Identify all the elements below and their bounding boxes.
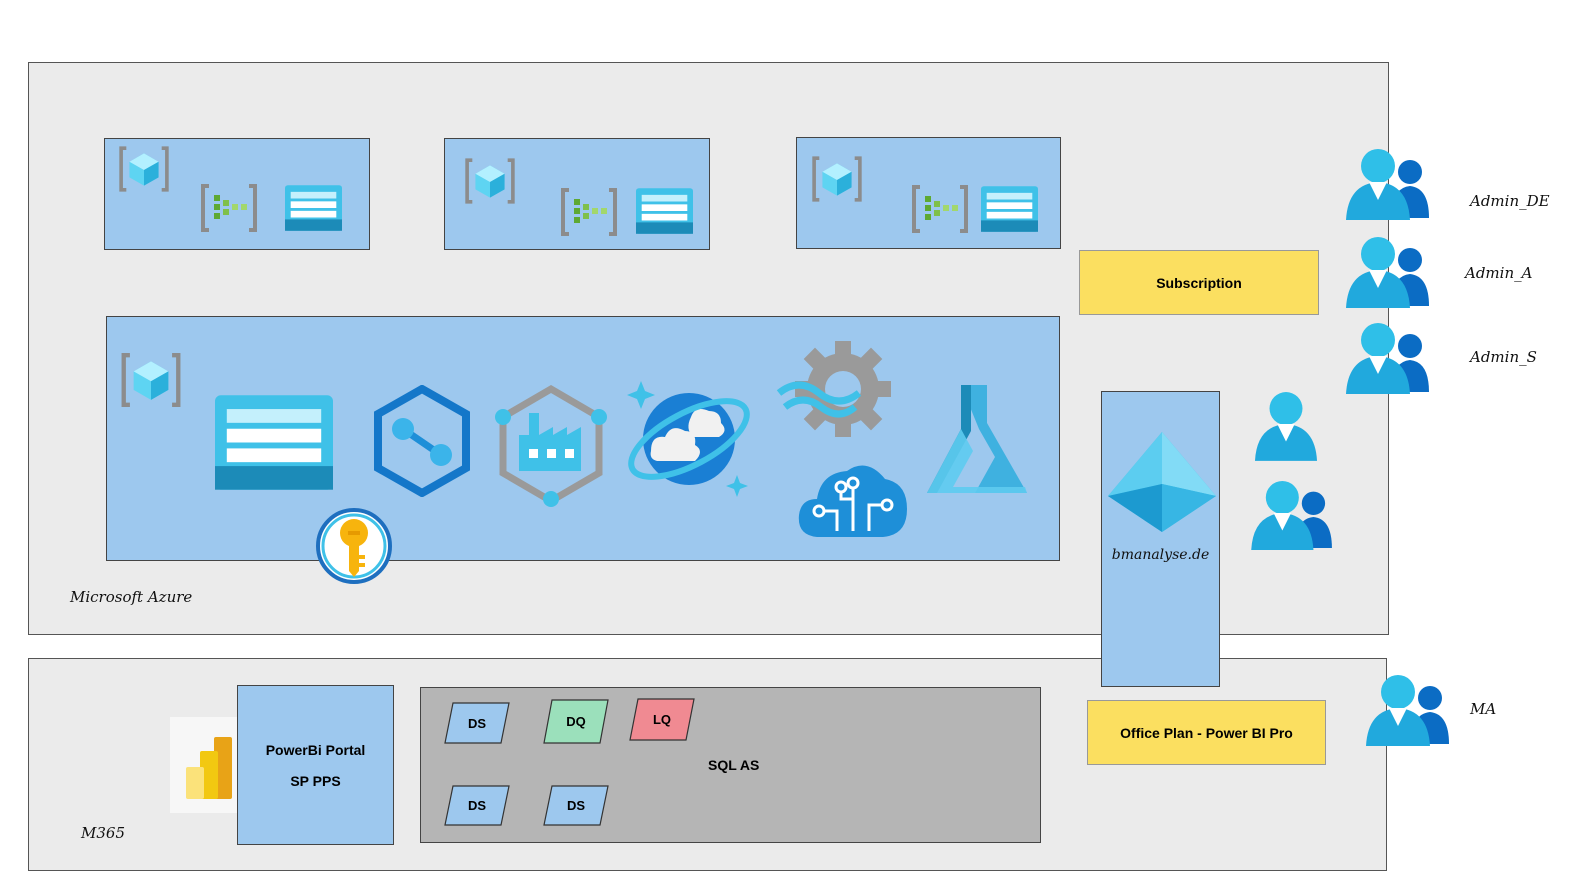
data-source-label: DS bbox=[467, 715, 487, 731]
data-source-ds-2[interactable]: DS bbox=[444, 785, 510, 826]
ma-group-icon bbox=[1365, 674, 1455, 746]
office-plan-box[interactable]: Office Plan - Power BI Pro bbox=[1087, 700, 1326, 765]
data-source-label: LQ bbox=[652, 712, 672, 727]
sql-as-label: SQL AS bbox=[708, 757, 760, 773]
entra-tenant-label: bmanalyse.de bbox=[1111, 547, 1210, 563]
data-source-ds-1[interactable]: DS bbox=[444, 702, 510, 744]
entra-id-icon bbox=[1108, 432, 1216, 532]
data-source-ds-3[interactable]: DS bbox=[543, 785, 609, 826]
data-source-label: DQ bbox=[566, 714, 586, 729]
user-icon bbox=[1254, 390, 1318, 462]
admin-s-group-icon bbox=[1345, 322, 1435, 394]
ma-label: MA bbox=[1470, 700, 1497, 718]
synapse-icon bbox=[374, 385, 470, 497]
azure-label: Microsoft Azure bbox=[70, 588, 193, 606]
event-hub-icon bbox=[561, 188, 617, 236]
resource-group-box-2[interactable] bbox=[444, 138, 710, 250]
machine-learning-icon bbox=[927, 385, 1027, 493]
admin-a-group-icon bbox=[1345, 236, 1435, 308]
power-bi-icon bbox=[186, 737, 232, 799]
resource-group-icon bbox=[120, 351, 182, 409]
user-group-icon bbox=[1250, 480, 1338, 550]
event-hub-icon bbox=[201, 184, 257, 232]
stream-analytics-icon bbox=[776, 341, 891, 437]
event-hub-icon bbox=[912, 185, 968, 233]
data-source-label: DS bbox=[467, 798, 487, 813]
sql-database-icon bbox=[215, 395, 333, 490]
data-source-dq[interactable]: DQ bbox=[543, 699, 609, 744]
data-factory-icon bbox=[495, 384, 607, 507]
powerbi-portal-title: PowerBi Portal bbox=[265, 742, 366, 758]
resource-group-icon bbox=[464, 157, 516, 205]
data-source-label: DS bbox=[566, 798, 586, 813]
resource-group-icon bbox=[811, 155, 863, 203]
sql-database-icon bbox=[981, 186, 1038, 232]
subscription-box[interactable]: Subscription bbox=[1079, 250, 1319, 315]
sql-as-box[interactable]: SQL AS bbox=[420, 687, 1041, 843]
resource-group-box-3[interactable] bbox=[796, 137, 1061, 249]
admin-a-label: Admin_A bbox=[1465, 264, 1533, 282]
resource-group-icon bbox=[118, 145, 170, 193]
m365-label: M365 bbox=[81, 824, 125, 842]
resource-group-box-1[interactable] bbox=[104, 138, 370, 250]
subscription-label: Subscription bbox=[1156, 274, 1242, 291]
entra-tenant-box[interactable]: bmanalyse.de bbox=[1101, 391, 1220, 687]
data-source-lq[interactable]: LQ bbox=[629, 698, 695, 741]
sql-database-icon bbox=[285, 185, 342, 231]
cosmos-db-icon bbox=[627, 381, 750, 497]
office-plan-label: Office Plan - Power BI Pro bbox=[1120, 724, 1293, 741]
admin-de-group-icon bbox=[1345, 148, 1435, 220]
powerbi-portal-box[interactable]: PowerBi Portal SP PPS bbox=[237, 685, 394, 845]
cognitive-services-icon bbox=[798, 465, 907, 537]
analytics-resource-group-box[interactable] bbox=[106, 316, 1060, 561]
powerbi-portal-subtitle: SP PPS bbox=[290, 773, 341, 789]
admin-s-label: Admin_S bbox=[1470, 348, 1537, 366]
sql-database-icon bbox=[636, 188, 693, 234]
admin-de-label: Admin_DE bbox=[1470, 192, 1550, 210]
key-vault-icon bbox=[316, 508, 392, 584]
